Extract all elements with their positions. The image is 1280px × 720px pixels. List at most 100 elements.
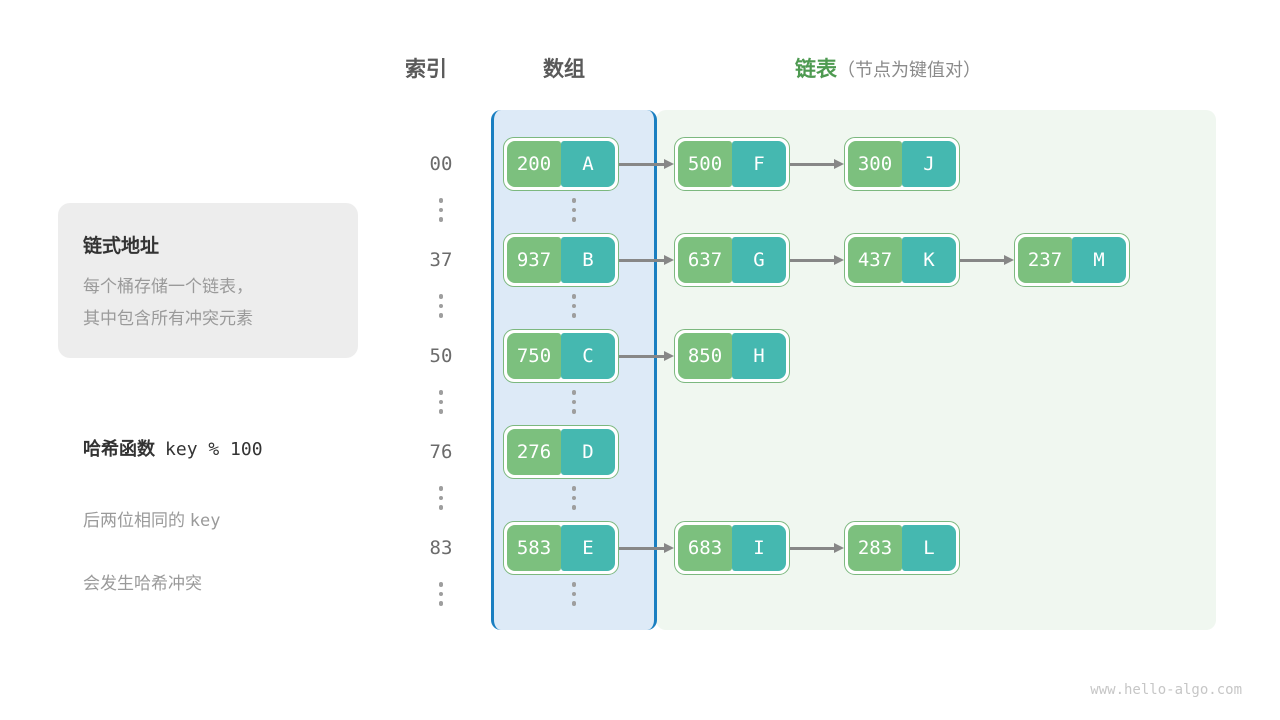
ellipsis-dot [438, 303, 444, 308]
bucket-index-label: 50 [429, 345, 453, 367]
arrow-head [664, 351, 674, 361]
node-value: C [561, 333, 615, 379]
bucket-index-label: 76 [429, 441, 453, 463]
ellipsis-dot [438, 486, 444, 491]
hash-function-label: 哈希函数 [83, 439, 155, 459]
arrow-shaft [960, 259, 1005, 262]
info-card-title: 链式地址 [83, 236, 160, 257]
index-column-ellipsis [433, 390, 449, 414]
header-linked-list-sub: （节点为键值对） [837, 60, 981, 80]
ellipsis-dot [438, 390, 444, 395]
ellipsis-dot [438, 582, 444, 587]
arrow-shaft [619, 259, 665, 262]
node-value: K [902, 237, 956, 283]
ellipsis-dot [438, 505, 444, 510]
ellipsis-dot [571, 207, 577, 212]
next-pointer-arrow [619, 543, 674, 553]
ellipsis-dot [438, 409, 444, 414]
array-column-ellipsis [566, 486, 582, 510]
ellipsis-dot [571, 486, 577, 491]
array-column-ellipsis [566, 294, 582, 318]
ellipsis-dot [438, 217, 444, 222]
node-key: 937 [507, 237, 561, 283]
array-column-ellipsis [566, 582, 582, 606]
node-key: 683 [678, 525, 732, 571]
hash-desc-key: key [189, 511, 221, 531]
ellipsis-dot [438, 495, 444, 500]
arrow-head [834, 255, 844, 265]
node-key: 583 [507, 525, 561, 571]
ellipsis-dot [438, 313, 444, 318]
node-key: 637 [678, 237, 732, 283]
ellipsis-dot [571, 399, 577, 404]
hash-function-description: 后两位相同的 key 会发生哈希冲突 [83, 474, 383, 599]
ellipsis-dot [438, 294, 444, 299]
node-key: 750 [507, 333, 561, 379]
ellipsis-dot [571, 505, 577, 510]
info-card: 链式地址 每个桶存储一个链表， 其中包含所有冲突元素 [58, 203, 358, 358]
node-key: 437 [848, 237, 902, 283]
node-key: 200 [507, 141, 561, 187]
node-value: F [732, 141, 786, 187]
next-pointer-arrow [960, 255, 1014, 265]
header-linked-list: 链表（节点为键值对） [795, 53, 981, 83]
index-column-ellipsis [433, 198, 449, 222]
node-value: B [561, 237, 615, 283]
ellipsis-dot [571, 217, 577, 222]
arrow-head [664, 159, 674, 169]
ellipsis-dot [438, 207, 444, 212]
array-column-ellipsis [566, 390, 582, 414]
ellipsis-dot [438, 601, 444, 606]
next-pointer-arrow [790, 159, 844, 169]
arrow-shaft [790, 259, 835, 262]
header-array: 数组 [543, 58, 585, 81]
node-value: L [902, 525, 956, 571]
hash-function-formula: key % 100 [165, 439, 263, 460]
ellipsis-dot [438, 399, 444, 404]
ellipsis-dot [571, 198, 577, 203]
ellipsis-dot [571, 303, 577, 308]
node-value: M [1072, 237, 1126, 283]
node-value: I [732, 525, 786, 571]
node-key: 500 [678, 141, 732, 187]
node-value: H [732, 333, 786, 379]
hash-function-line: 哈希函数 key % 100 [83, 435, 383, 461]
ellipsis-dot [438, 198, 444, 203]
bucket-index-label: 00 [429, 153, 453, 175]
ellipsis-dot [571, 409, 577, 414]
next-pointer-arrow [619, 159, 674, 169]
hash-desc-line2: 会发生哈希冲突 [83, 574, 202, 593]
next-pointer-arrow [790, 543, 844, 553]
header-index: 索引 [405, 58, 447, 81]
hash-desc-line1: 后两位相同的 [83, 511, 190, 530]
ellipsis-dot [438, 591, 444, 596]
arrow-head [834, 543, 844, 553]
arrow-head [834, 159, 844, 169]
node-key: 300 [848, 141, 902, 187]
ellipsis-dot [571, 294, 577, 299]
bucket-index-label: 37 [429, 249, 453, 271]
array-column-ellipsis [566, 198, 582, 222]
index-column-ellipsis [433, 294, 449, 318]
arrow-head [1004, 255, 1014, 265]
